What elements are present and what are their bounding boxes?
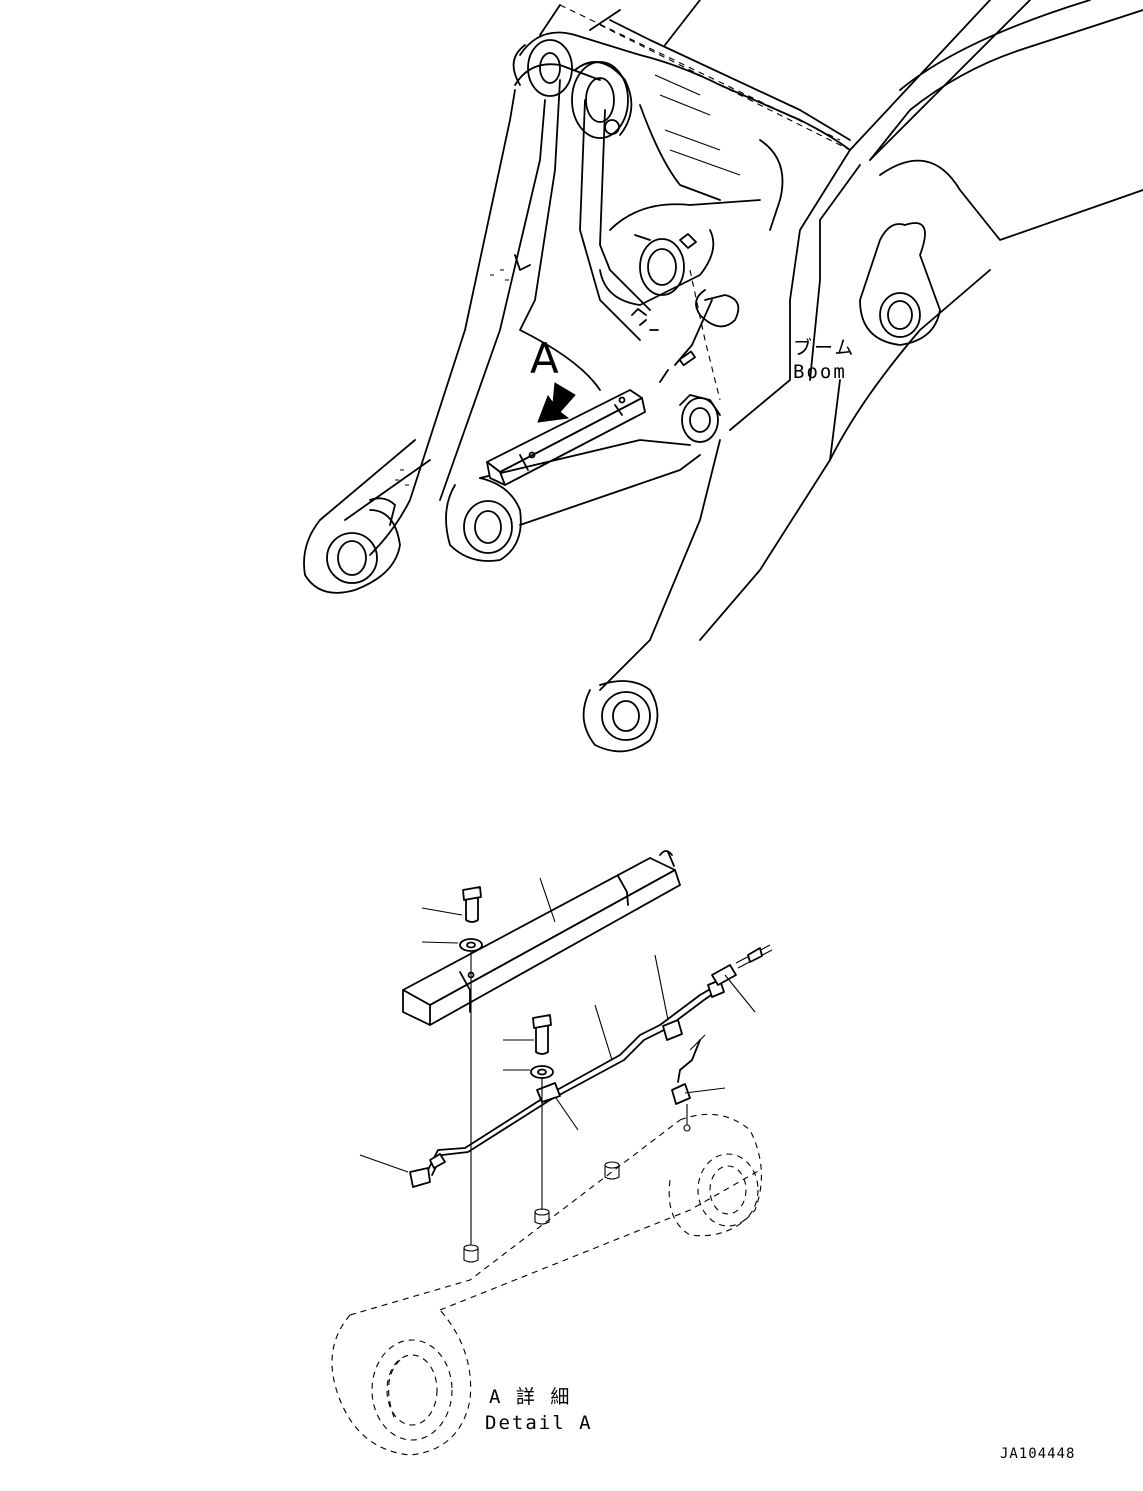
boom-assembly: [303, 0, 1143, 753]
boom-right-arm: [582, 0, 1143, 753]
view-letter-label: A: [530, 334, 559, 383]
washer-center: [530, 1065, 554, 1079]
sensor-harness: [409, 969, 731, 1188]
boom-left-arm: [303, 79, 651, 594]
bolt-left: [462, 886, 482, 923]
rocker-mount: [599, 199, 761, 401]
boom-label-jp: ブーム: [793, 337, 856, 359]
boom-label-en: Boom: [793, 361, 847, 383]
assembly-lines: [470, 952, 688, 1245]
sensor: [671, 1034, 706, 1105]
detail-label-jp: A 詳 細: [489, 1386, 572, 1408]
washer-left: [459, 938, 483, 952]
detail-a-exploded: [331, 850, 773, 1456]
upper-pivot: [512, 39, 633, 139]
connector-upper: [711, 944, 773, 986]
bolt-center: [532, 1014, 552, 1055]
boom-cross-member: [514, 0, 851, 231]
tie-bar: [402, 850, 681, 1026]
leader-lines: [359, 877, 756, 1173]
tie-bar-assembled: [486, 389, 646, 486]
detail-label-en: Detail A: [485, 1412, 593, 1434]
lower-link: [445, 394, 721, 562]
view-arrow-a: [537, 382, 576, 423]
drawing-code: JA104448: [1000, 1446, 1076, 1462]
lower-link-detail: [331, 1113, 762, 1456]
